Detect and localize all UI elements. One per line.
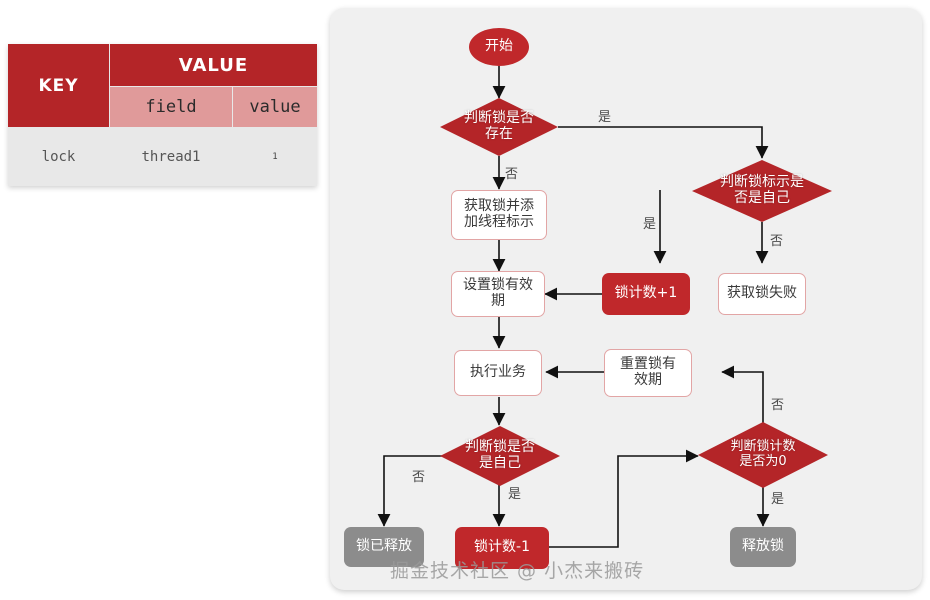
node-lock-released-label: 锁已释放	[356, 538, 412, 555]
watermark: 掘金技术社区 @ 小杰来搬砖	[390, 560, 645, 582]
edge-label-is-self-yes: 是	[643, 217, 657, 232]
table-cell-value: 1	[233, 128, 317, 186]
edge-label-owner-yes: 是	[508, 487, 522, 502]
node-check-lock-is-self-label: 判断锁标示是否是自己	[720, 174, 804, 206]
node-lock-count-increment-label: 锁计数+1	[614, 285, 678, 302]
node-reset-lock-ttl-label: 重置锁有效期	[620, 356, 676, 388]
table-header-value: VALUE	[110, 44, 317, 86]
node-check-lock-is-self[interactable]: 判断锁标示是否是自己	[692, 160, 832, 222]
node-start[interactable]: 开始	[469, 28, 529, 66]
node-lock-count-decrement-label: 锁计数-1	[474, 539, 530, 556]
node-execute-business-label: 执行业务	[470, 364, 526, 381]
node-check-lock-owner-label: 判断锁是否是自己	[465, 439, 535, 471]
node-set-lock-ttl-label: 设置锁有效期	[463, 277, 533, 309]
edge-label-count-zero-yes: 是	[771, 492, 785, 507]
node-set-lock-ttl[interactable]: 设置锁有效期	[451, 271, 545, 317]
table-header-key: KEY	[8, 44, 109, 127]
table-subheader-value: value	[233, 87, 317, 127]
node-release-lock-label: 释放锁	[742, 538, 784, 555]
edge-label-count-zero-no: 否	[771, 398, 785, 413]
flowchart-panel: 开始 判断锁是否存在 获取锁并添加线程标示 设置锁有效期 判断锁标示是否是自己 …	[330, 8, 922, 590]
node-acquire-lock-add-thread[interactable]: 获取锁并添加线程标示	[451, 190, 547, 240]
table-cell-field: thread1	[110, 128, 232, 186]
node-check-count-zero[interactable]: 判断锁计数是否为0	[698, 422, 828, 488]
table-cell-key: lock	[8, 128, 109, 186]
node-acquire-lock-failed-label: 获取锁失败	[727, 285, 797, 302]
node-check-count-zero-label: 判断锁计数是否为0	[730, 439, 796, 469]
node-lock-count-increment[interactable]: 锁计数+1	[602, 273, 690, 315]
edge-label-is-self-no: 否	[770, 234, 784, 249]
redis-hash-table: KEY VALUE field value lock thread1 1	[8, 44, 317, 186]
node-reset-lock-ttl[interactable]: 重置锁有效期	[604, 349, 692, 397]
node-acquire-lock-add-thread-label: 获取锁并添加线程标示	[464, 198, 534, 230]
table-subheader-field: field	[110, 87, 232, 127]
node-acquire-lock-failed[interactable]: 获取锁失败	[718, 273, 806, 315]
node-check-lock-exists[interactable]: 判断锁是否存在	[440, 98, 558, 156]
node-lock-count-decrement[interactable]: 锁计数-1	[455, 527, 549, 569]
node-release-lock[interactable]: 释放锁	[730, 527, 796, 567]
edge-label-owner-no: 否	[412, 470, 426, 485]
node-check-lock-owner[interactable]: 判断锁是否是自己	[440, 426, 560, 486]
node-execute-business[interactable]: 执行业务	[454, 350, 542, 396]
node-check-lock-exists-label: 判断锁是否存在	[464, 110, 534, 142]
node-start-label: 开始	[485, 38, 513, 55]
edge-label-exists-yes: 是	[598, 110, 612, 125]
node-lock-released[interactable]: 锁已释放	[344, 527, 424, 567]
edge-label-exists-no: 否	[505, 167, 519, 182]
